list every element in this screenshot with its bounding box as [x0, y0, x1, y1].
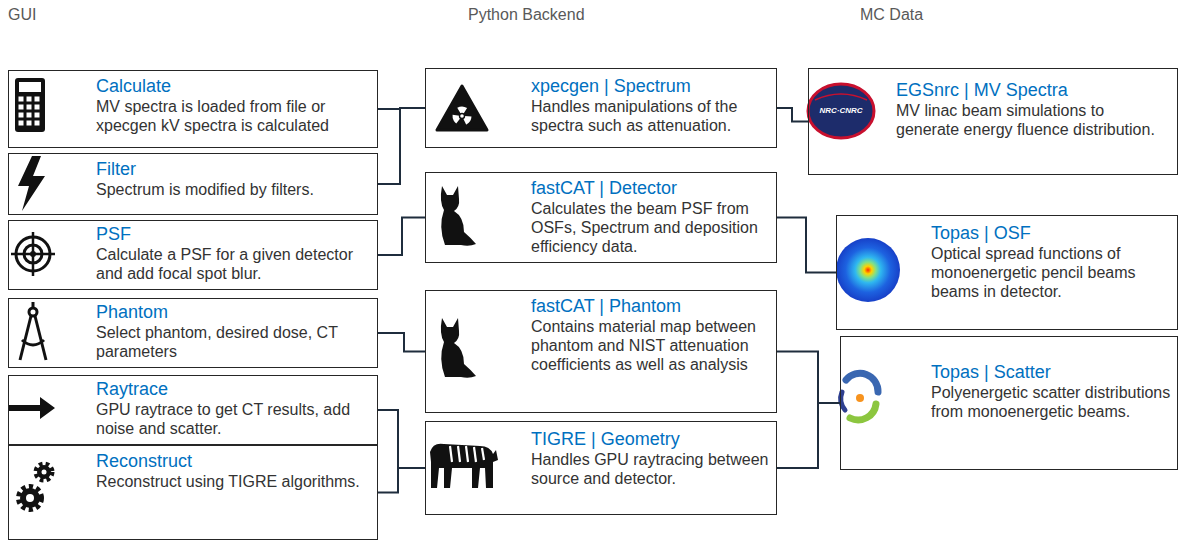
box-heading: xpecgen | Spectrum: [531, 75, 770, 97]
column-header: MC Data: [860, 6, 923, 24]
component-box: ReconstructReconstruct using TIGRE algor…: [8, 445, 378, 540]
box-heading: EGSnrc | MV Spectra: [896, 79, 1171, 101]
component-box: Topas | ScatterPolyenergetic scatter dis…: [840, 336, 1178, 470]
box-heading: fastCAT | Detector: [531, 177, 770, 199]
connector-line: [777, 352, 840, 404]
box-description: MV linac beam simulations to generate en…: [896, 101, 1171, 139]
connector-line: [378, 468, 425, 493]
box-description: Calculates the beam PSF from OSFs, Spect…: [531, 199, 770, 256]
target-icon: [11, 232, 55, 276]
box-heading: Reconstruct: [96, 450, 371, 472]
box-description: Optical spread functions of monoenergeti…: [931, 244, 1171, 301]
osf-image: [836, 238, 900, 302]
arrow-icon: [8, 397, 55, 419]
connector-line: [777, 108, 808, 122]
box-heading: fastCAT | Phantom: [531, 295, 770, 317]
connector-line: [777, 403, 840, 468]
calculator-icon: [15, 78, 45, 132]
box-heading: Phantom: [96, 301, 371, 323]
box-description: Polyenergetic scatter distributions from…: [931, 383, 1171, 421]
component-box: FilterSpectrum is modified by filters.: [8, 153, 378, 215]
box-heading: TIGRE | Geometry: [531, 428, 770, 450]
topas-logo: [841, 373, 878, 420]
box-heading: Filter: [96, 158, 371, 180]
component-box: RaytraceGPU raytrace to get CT results, …: [8, 375, 378, 445]
gears-icon: [19, 464, 52, 509]
box-description: GPU raytrace to get CT results, add nois…: [96, 400, 371, 438]
radiation-icon: [437, 86, 487, 130]
box-heading: Calculate: [96, 75, 371, 97]
box-description: Calculate a PSF for a given detector and…: [96, 245, 371, 283]
component-box: PSFCalculate a PSF for a given detector …: [8, 220, 378, 290]
component-box: CalculateMV spectra is loaded from file …: [8, 70, 378, 148]
component-box: Topas | OSFOptical spread functions of m…: [836, 215, 1178, 330]
component-box: xpecgen | SpectrumHandles manipulations …: [425, 68, 777, 148]
column-header: Python Backend: [468, 6, 585, 24]
connector-line: [378, 410, 425, 468]
component-box: PhantomSelect phantom, desired dose, CT …: [8, 298, 378, 368]
box-description: Spectrum is modified by filters.: [96, 180, 371, 199]
cat-icon: [441, 186, 476, 246]
box-description: MV spectra is loaded from file or xpecge…: [96, 97, 371, 135]
lightning-icon: [18, 156, 45, 211]
box-description: Handles GPU raytracing between source an…: [531, 450, 770, 488]
box-heading: Raytrace: [96, 378, 371, 400]
box-description: Contains material map between phantom an…: [531, 317, 770, 374]
component-box: EGSnrc | MV SpectraMV linac beam simulat…: [808, 68, 1178, 175]
column-header: GUI: [8, 6, 36, 24]
box-description: Reconstruct using TIGRE algorithms.: [96, 472, 371, 491]
connector-line: [378, 218, 425, 256]
cat-icon: [441, 318, 476, 378]
connector-line: [777, 218, 836, 273]
logo-text: NRC·CNRC: [806, 106, 876, 115]
box-description: Handles manipulations of the spectra suc…: [531, 97, 770, 135]
box-description: Select phantom, desired dose, CT paramet…: [96, 323, 371, 361]
box-heading: PSF: [96, 223, 371, 245]
box-heading: Topas | OSF: [931, 222, 1171, 244]
box-heading: Topas | Scatter: [931, 361, 1171, 383]
compass-icon: [20, 302, 46, 360]
tiger-icon: [430, 444, 498, 488]
component-box: fastCAT | PhantomContains material map b…: [425, 290, 777, 413]
connector-line: [378, 108, 425, 184]
component-box: fastCAT | DetectorCalculates the beam PS…: [425, 172, 777, 263]
connector-line: [378, 333, 425, 352]
component-box: TIGRE | GeometryHandles GPU raytracing b…: [425, 421, 777, 515]
